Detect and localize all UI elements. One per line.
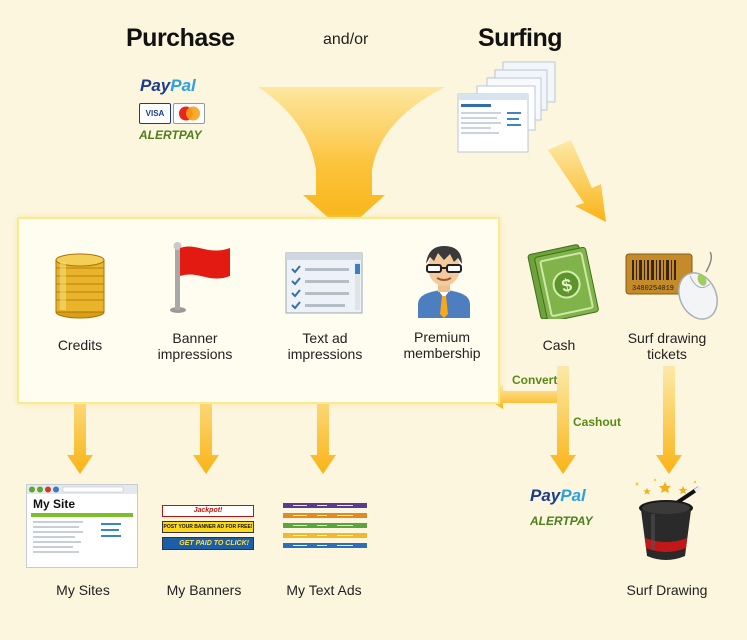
- cashout-label: Cashout: [573, 415, 621, 429]
- cash-label: Cash: [542, 337, 576, 353]
- alertpay-logo: ALERTPAY: [139, 128, 202, 142]
- premium-member-icon: [418, 246, 470, 318]
- banner-sample-1: Jackpot!: [162, 505, 254, 517]
- convert-arrow: [484, 385, 557, 409]
- visa-card-icon: VISA: [139, 103, 171, 124]
- banner-sample-3: GET PAID TO CLICK!: [162, 537, 254, 550]
- cash-down-arrow: [550, 366, 576, 474]
- site-browser-icon: [27, 485, 137, 553]
- magic-hat-icon: [635, 478, 703, 560]
- checklist-window-icon: [285, 252, 363, 314]
- credits-label: Credits: [57, 337, 103, 353]
- textad-impressions-label: Text ad impressions: [287, 330, 363, 362]
- surfing-to-cash-arrow: [548, 140, 606, 222]
- premium-membership-label: Premium membership: [403, 329, 481, 361]
- mastercard-circles-icon: [179, 106, 200, 121]
- surfing-heading: Surfing: [478, 24, 563, 52]
- surf-drawing-label: Surf Drawing: [626, 582, 708, 598]
- my-sites-thumbnail: My Site: [26, 484, 138, 568]
- text-ads-icon: [283, 503, 367, 548]
- ticket-number: 3480254019: [632, 285, 674, 293]
- my-text-ads-label: My Text Ads: [286, 582, 362, 598]
- tickets-down-arrow: [656, 366, 682, 474]
- banner-impressions-label: Banner impressions: [157, 330, 233, 362]
- ticket-mouse-icon: 3480254019: [625, 251, 718, 320]
- cash-icon: $: [527, 244, 599, 319]
- funnel-arrow: [258, 87, 445, 232]
- surf-drawing-tickets-label: Surf drawing tickets: [627, 330, 707, 362]
- svg-text:$: $: [560, 275, 574, 297]
- paypal-logo: PayPal: [140, 76, 196, 95]
- purchase-heading: Purchase: [126, 24, 235, 52]
- my-sites-label: My Sites: [56, 582, 110, 598]
- red-flag-icon: [170, 242, 230, 313]
- my-site-title: My Site: [33, 497, 76, 511]
- banner-sample-2: POST YOUR BANNER AD FOR FREE!: [162, 521, 254, 533]
- coin-stack-icon: [55, 253, 105, 319]
- my-banners-label: My Banners: [166, 582, 242, 598]
- convert-label: Convert: [512, 373, 558, 387]
- cashout-paypal-logo: PayPal: [530, 486, 586, 505]
- andor-text: and/or: [323, 31, 369, 48]
- textad-down-arrow: [310, 366, 336, 474]
- cashout-alertpay-logo: ALERTPAY: [530, 514, 593, 528]
- banner-down-arrow: [193, 366, 219, 474]
- mastercard-icon: [173, 103, 205, 124]
- browser-windows-icon: [457, 61, 556, 153]
- credits-down-arrow: [67, 366, 93, 474]
